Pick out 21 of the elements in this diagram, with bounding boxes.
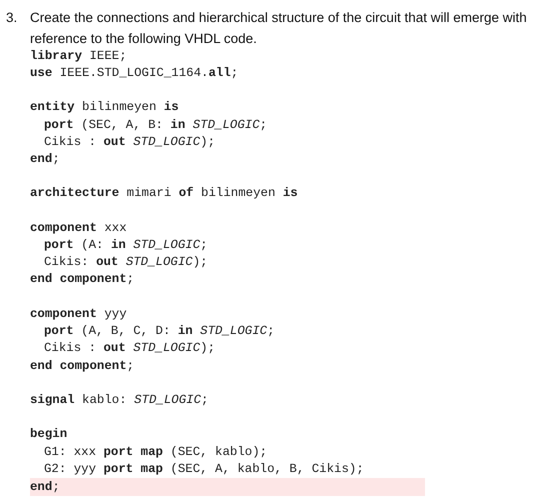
code-line: Cikis : out STD_LOGIC);: [44, 134, 216, 150]
code-line: library IEEE;: [30, 48, 127, 64]
question-text: Create the connections and hierarchical structure of the circuit that will emerge with reference to the following VHDL code.: [30, 9, 528, 48]
code-line: G1: xxx port map (SEC, kablo);: [44, 444, 268, 460]
code-line: entity bilinmeyen is: [30, 99, 179, 115]
question-number: 3.: [6, 9, 18, 27]
code-line: end component;: [30, 358, 134, 374]
code-line: port (SEC, A, B: in STD_LOGIC;: [44, 117, 268, 133]
code-line: begin: [30, 426, 68, 442]
code-line: Cikis: out STD_LOGIC);: [44, 254, 208, 270]
code-line: port (A: in STD_LOGIC;: [44, 237, 208, 253]
code-line: G2: yyy port map (SEC, A, kablo, B, Cikis);: [44, 461, 364, 477]
code-line: component xxx: [30, 220, 127, 236]
code-line: end;: [30, 151, 60, 167]
code-line: Cikis : out STD_LOGIC);: [44, 340, 216, 356]
code-line: architecture mimari of bilinmeyen is: [30, 185, 298, 201]
code-line: use IEEE.STD_LOGIC_1164.all;: [30, 65, 238, 81]
code-line: end component;: [30, 271, 134, 287]
code-line: port (A, B, C, D: in STD_LOGIC;: [44, 323, 275, 339]
code-line: component yyy: [30, 306, 127, 322]
code-line: signal kablo: STD_LOGIC;: [30, 392, 208, 408]
